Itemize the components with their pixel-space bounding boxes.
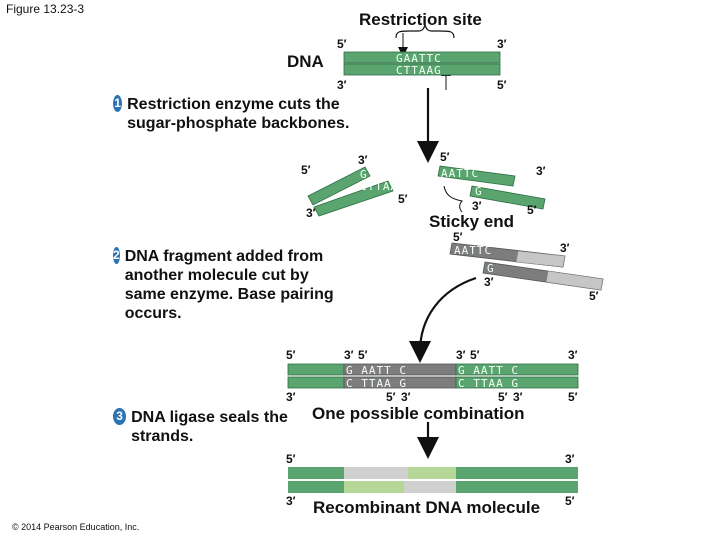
- end-label-5-prime: 5′: [286, 452, 296, 466]
- recombinant-bottom-light: [344, 481, 404, 493]
- end-label-3-prime: 3′: [344, 348, 354, 362]
- end-label-3-prime: 3′: [513, 390, 523, 404]
- step-2-number: 2: [113, 247, 120, 264]
- end-label-3-prime: 3′: [286, 390, 296, 404]
- recombinant-top-grey: [344, 467, 408, 479]
- added-fragment-bottom-strand-light: [545, 270, 604, 291]
- combination-bottom-right-sequence: C TTAA G: [458, 377, 519, 390]
- end-label-3-prime: 3′: [337, 78, 347, 92]
- end-label-3-prime: 3′: [568, 348, 578, 362]
- end-label-3-prime: 3′: [497, 37, 507, 51]
- right-fragment-top-sequence: AATTC: [441, 167, 480, 180]
- step-3-text: DNA ligase seals the strands.: [131, 409, 288, 445]
- sticky-end-label: Sticky end: [429, 212, 515, 231]
- end-label-3-prime: 3′: [358, 153, 368, 167]
- recombinant-top-green-2: [456, 467, 578, 479]
- combination-bottom-right-green: [455, 376, 579, 389]
- step-3-number: 3: [113, 408, 127, 425]
- end-label-5-prime: 5′: [497, 78, 507, 92]
- end-label-5-prime: 5′: [453, 230, 463, 244]
- step-2: 2 DNA fragment added from another molecu…: [113, 247, 343, 323]
- recombinant-bottom-green-1: [288, 481, 344, 493]
- restriction-site-label: Restriction site: [359, 10, 482, 29]
- recombinant-bottom-grey: [404, 481, 456, 493]
- end-label-5-prime: 5′: [440, 150, 450, 164]
- dna-top-strand: [343, 51, 501, 64]
- end-label-5-prime: 5′: [565, 494, 575, 508]
- left-fragment-bottom-sequence: CTTAA: [360, 180, 399, 193]
- combination-top-right-green: [455, 363, 579, 376]
- left-fragment-top-strand: [307, 166, 371, 206]
- end-label-3-prime: 3′: [306, 206, 316, 220]
- end-label-3-prime: 3′: [560, 241, 570, 255]
- dna-label: DNA: [287, 52, 324, 71]
- end-label-5-prime: 5′: [527, 203, 537, 217]
- left-fragment-top-sequence: G: [360, 168, 368, 181]
- combination-top-left-green: [287, 363, 345, 376]
- right-fragment-bottom-sequence: G: [475, 185, 483, 198]
- figure-label: Figure 13.23-3: [6, 2, 85, 16]
- combination-top-right-sequence: G AATT C: [458, 364, 519, 377]
- sticky-end-brace: [443, 185, 464, 213]
- right-fragment-top-strand: [437, 165, 516, 187]
- end-label-5-prime: 5′: [286, 348, 296, 362]
- step-1-text: Restriction enzyme cuts the sugar-phosph…: [127, 96, 350, 132]
- added-fragment-top-sequence: AATTC: [454, 244, 493, 257]
- combination-bottom-left-green: [287, 376, 345, 389]
- end-label-3-prime: 3′: [484, 275, 494, 289]
- end-label-5-prime: 5′: [589, 289, 599, 303]
- end-label-5-prime: 5′: [470, 348, 480, 362]
- step-2-text: DNA fragment added from another molecule…: [124, 248, 334, 322]
- end-label-5-prime: 5′: [386, 390, 396, 404]
- added-fragment-bottom-sequence: G: [487, 262, 495, 275]
- combination-bottom-left-sequence: C TTAA G: [346, 377, 407, 390]
- end-label-5-prime: 5′: [301, 163, 311, 177]
- dna-top-sequence: GAATTC: [396, 52, 442, 65]
- step-3: 3 DNA ligase seals the strands.: [113, 408, 303, 446]
- copyright: © 2014 Pearson Education, Inc.: [12, 522, 140, 532]
- dna-bottom-strand: [343, 63, 501, 76]
- right-fragment-bottom-strand: [469, 185, 546, 210]
- end-label-5-prime: 5′: [398, 192, 408, 206]
- end-label-5-prime: 5′: [498, 390, 508, 404]
- end-label-3-prime: 3′: [456, 348, 466, 362]
- recombinant-top-green-1: [288, 467, 344, 479]
- end-label-5-prime: 5′: [337, 37, 347, 51]
- end-label-3-prime: 3′: [565, 452, 575, 466]
- recombinant-top-light: [408, 467, 456, 479]
- recombinant-label: Recombinant DNA molecule: [313, 498, 541, 517]
- end-label-3-prime: 3′: [286, 494, 296, 508]
- step-2-arrow: [409, 276, 477, 363]
- end-label-3-prime: 3′: [536, 164, 546, 178]
- end-label-3-prime: 3′: [401, 390, 411, 404]
- end-label-3-prime: 3′: [472, 199, 482, 213]
- combination-top-left-sequence: G AATT C: [346, 364, 407, 377]
- dna-bottom-sequence: CTTAAG: [396, 64, 442, 77]
- end-label-5-prime: 5′: [568, 390, 578, 404]
- added-fragment-top-strand-light: [515, 250, 566, 268]
- step-1: 1 Restriction enzyme cuts the sugar-phos…: [113, 95, 363, 133]
- step-1-number: 1: [113, 95, 123, 112]
- end-label-5-prime: 5′: [358, 348, 368, 362]
- left-fragment-bottom-strand: [313, 180, 394, 217]
- combination-label: One possible combination: [312, 404, 525, 423]
- recombinant-bottom-green-2: [456, 481, 578, 493]
- restriction-site-brace: [395, 23, 455, 39]
